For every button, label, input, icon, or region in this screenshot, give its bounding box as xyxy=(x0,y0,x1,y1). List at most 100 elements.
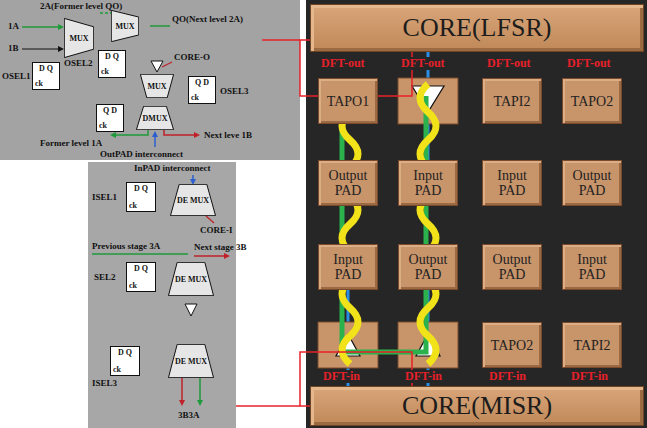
node-text: Output PAD xyxy=(322,168,374,198)
pad-box: TAPO1 xyxy=(318,78,378,124)
array-panel xyxy=(306,0,647,428)
node-text: D Q xyxy=(134,184,148,193)
signal-label: 3B3A xyxy=(178,410,200,420)
stage-wire xyxy=(92,253,188,255)
arrowhead xyxy=(224,253,230,259)
signal-label: Next stage 3B xyxy=(194,242,247,252)
node-text: D Q xyxy=(39,64,53,73)
dft-label: DFT-out xyxy=(486,57,532,70)
pad-box: TAPI2 xyxy=(482,78,542,124)
signal-label: CORE-I xyxy=(200,225,233,235)
signal-label: ISEL1 xyxy=(92,192,117,202)
node-text: DMUX xyxy=(143,114,168,123)
signal-label: OSEL3 xyxy=(220,86,249,96)
signal-label: SEL2 xyxy=(94,272,116,282)
node-text: CORE(MISR) xyxy=(402,391,552,421)
node-text: ck xyxy=(129,281,137,290)
stage-wire xyxy=(194,255,226,257)
dft-label: DFT-out xyxy=(320,57,366,70)
core-band: CORE(LFSR) xyxy=(310,4,644,52)
node-text: ck xyxy=(113,365,121,374)
callout-line xyxy=(236,405,300,407)
output-wire xyxy=(181,378,183,402)
node-text: MUX xyxy=(147,82,166,91)
node-text: TAPI2 xyxy=(572,338,613,353)
flip-flop-box: D Q ck xyxy=(126,182,156,212)
node-text: Input PAD xyxy=(486,168,538,198)
arrowhead xyxy=(179,400,185,406)
dft-label: DFT-out xyxy=(400,57,446,70)
dft-label: DFT-in xyxy=(488,370,527,383)
pad-box: Output PAD xyxy=(482,244,542,290)
signal-label: 1A xyxy=(8,21,19,31)
signal-label: InPAD interconnect xyxy=(134,163,210,173)
node-text: Input PAD xyxy=(402,168,454,198)
core-wire xyxy=(162,62,172,67)
flip-flop-box: D Qck xyxy=(98,50,126,78)
arrowhead xyxy=(194,132,200,138)
signal-label: OutPAD interconnect xyxy=(100,149,183,159)
node-text: Q D xyxy=(103,106,117,115)
core-wire xyxy=(206,216,214,223)
demux-symbol: DE MUX xyxy=(170,184,216,216)
node-text: ck xyxy=(35,79,43,88)
pad-box: TAPO2 xyxy=(482,322,542,368)
dashed-wire xyxy=(100,12,112,13)
signal-label: 1B xyxy=(8,43,19,53)
dft-label: DFT-in xyxy=(404,370,443,383)
flip-flop-box: D Q ck xyxy=(32,62,60,90)
node-text: Input PAD xyxy=(566,252,618,282)
node-text: Q D xyxy=(195,78,209,87)
node-text: MUX xyxy=(115,22,134,31)
node-text: Input PAD xyxy=(322,252,374,282)
arrowhead xyxy=(58,24,64,30)
node-text: ck xyxy=(129,201,137,210)
tap-box xyxy=(318,78,458,368)
input-wire xyxy=(22,26,60,28)
node-text: TAPO2 xyxy=(569,94,615,109)
yellow-wave xyxy=(342,84,358,364)
pad-box: Output PAD xyxy=(398,244,458,290)
arrowhead xyxy=(197,400,203,406)
arrowhead xyxy=(152,131,158,137)
flip-flop-box: Q Dck xyxy=(188,76,216,104)
arrowhead xyxy=(58,46,64,52)
node-text: DE MUX xyxy=(175,275,207,284)
node-text: TAPO2 xyxy=(489,338,535,353)
buffer-symbol xyxy=(151,61,163,72)
input-wire xyxy=(22,49,60,50)
mux-symbol: MUX xyxy=(140,74,174,98)
node-text: Output PAD xyxy=(486,252,538,282)
pad-box: TAPO2 xyxy=(562,78,622,124)
dft-label: DFT-in xyxy=(322,370,361,383)
dft-label: DFT-out xyxy=(566,57,612,70)
pad-box: Input PAD xyxy=(398,160,458,206)
pad-box: Input PAD xyxy=(482,160,542,206)
node-text: D Q xyxy=(118,348,132,357)
callout-line xyxy=(262,39,300,41)
output-pad-panel xyxy=(0,0,300,160)
signal-label: QO(Next level 2A) xyxy=(172,14,243,24)
node-text: D Q xyxy=(134,264,148,273)
output-wire xyxy=(164,130,196,135)
node-text: Output PAD xyxy=(402,252,454,282)
input-pad-panel xyxy=(88,162,236,428)
pad-box: Input PAD xyxy=(318,244,378,290)
flip-flop-box: D Q ck xyxy=(110,346,140,376)
node-text: ck xyxy=(99,121,107,130)
pad-box: Output PAD xyxy=(318,160,378,206)
signal-label: OSEL1 xyxy=(2,71,31,81)
node-text: Output PAD xyxy=(566,168,618,198)
flip-flop-box: Q D ck xyxy=(96,104,124,132)
demux-symbol: DE MUX xyxy=(168,344,214,378)
flip-flop-box: D Q ck xyxy=(126,262,156,292)
node-text: ck xyxy=(101,67,109,76)
signal-label: Previous stage 3A xyxy=(92,241,160,251)
pad-box: TAPI2 xyxy=(562,322,622,368)
node-text: TAPI2 xyxy=(492,94,533,109)
demux-symbol: DE MUX xyxy=(168,262,214,296)
core-band: CORE(MISR) xyxy=(310,386,644,426)
node-text: CORE(LFSR) xyxy=(403,13,552,43)
mux-symbol: MUX xyxy=(111,10,139,42)
